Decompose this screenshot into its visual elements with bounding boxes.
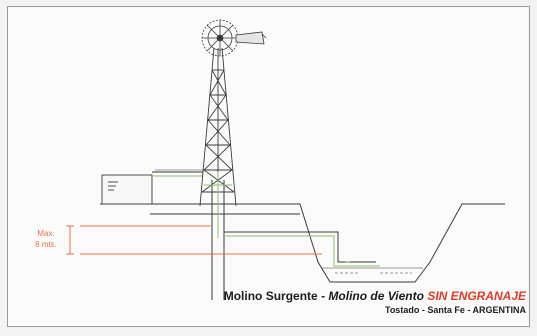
diagram-frame	[7, 6, 530, 327]
water-tank	[101, 174, 153, 205]
depth-indicator	[66, 225, 322, 255]
delivery-pipe	[224, 231, 380, 267]
caption-subtitle: Molino de Viento	[328, 289, 424, 303]
caption-highlight: SIN ENGRANAJE	[427, 289, 526, 303]
depth-label: Max. 8 mts.	[26, 228, 66, 250]
caption: Molino Surgente - Molino de Viento SIN E…	[224, 289, 526, 315]
depth-max-label: Max.	[37, 229, 55, 238]
caption-name: Molino Surgente	[223, 289, 318, 303]
caption-location: Tostado - Santa Fe - ARGENTINA	[384, 305, 526, 315]
well-casing	[204, 172, 232, 300]
depth-value-label: 8 mts.	[35, 240, 57, 249]
supply-pipes	[152, 169, 203, 177]
pond-water	[322, 267, 423, 274]
caption-separator: -	[317, 289, 329, 303]
ground-profile	[100, 203, 505, 283]
windmill-rotor	[201, 19, 267, 57]
caption-title: Molino Surgente - Molino de Viento SIN E…	[224, 289, 526, 303]
